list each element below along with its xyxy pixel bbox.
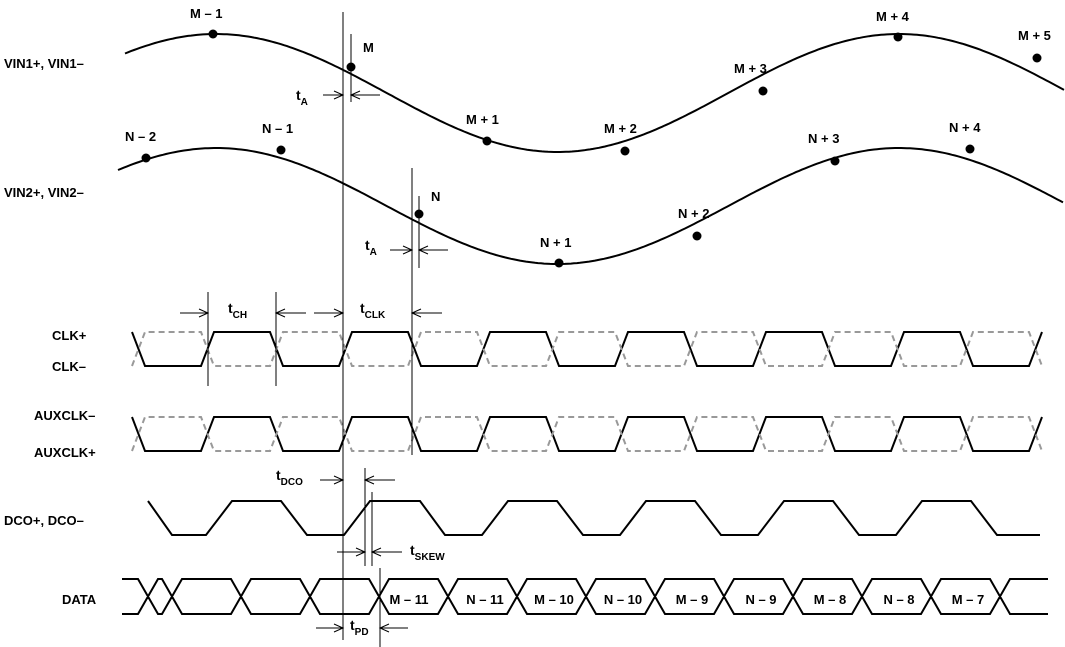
sample-point-m-1 (208, 29, 218, 39)
clk-plus-waveform (131, 331, 1043, 367)
arrow-tch-left (180, 308, 210, 318)
arrow-ta-vin2-left-head (402, 245, 414, 255)
timing-label-tclk: tCLK (360, 300, 386, 321)
arrow-ta-vin1-left (323, 90, 345, 100)
data-cell-label: N – 9 (745, 592, 776, 607)
sample-point-n-plus-2 (692, 231, 702, 241)
timing-label-tch: tCH (228, 300, 247, 321)
signal-label-dco: DCO+, DCO– (4, 513, 84, 528)
arrow-tdco-left (320, 475, 345, 485)
signal-label-auxclkm: AUXCLK– (34, 408, 95, 423)
sample-label-m-plus-1: M + 1 (466, 112, 499, 127)
data-cell-label: M – 10 (534, 592, 574, 607)
sample-point-n-2 (141, 153, 151, 163)
arrow-tskew-left-head (355, 547, 367, 557)
arrow-tclk-right-head (410, 308, 422, 318)
arrow-ta-vin2-right (417, 245, 448, 255)
timing-label-ta-vin2: tA (365, 237, 377, 258)
sample-label-n-1: N – 1 (262, 121, 293, 136)
vin2-waveform (117, 147, 1064, 265)
signal-label-vin2: VIN2+, VIN2– (4, 185, 84, 200)
timing-arrows (180, 90, 448, 633)
reference-lines (207, 12, 420, 647)
sample-label-n-plus-3: N + 3 (808, 131, 839, 146)
arrow-tch-right-head (274, 308, 286, 318)
arrow-ta-vin2-left (390, 245, 414, 255)
arrow-tdco-right-head (363, 475, 375, 485)
sample-label-m-plus-2: M + 2 (604, 121, 637, 136)
sample-point-m-plus-2 (620, 146, 630, 156)
arrow-ta-vin1-right (349, 90, 380, 100)
sample-point-n-plus-3 (830, 156, 840, 166)
sample-label-m-plus-3: M + 3 (734, 61, 767, 76)
arrow-tskew-left (337, 547, 367, 557)
sample-label-m-plus-4: M + 4 (876, 9, 910, 24)
sample-point-m-plus-4 (893, 32, 903, 42)
data-cell-label: M – 7 (952, 592, 985, 607)
arrow-ta-vin2-right-head (417, 245, 429, 255)
signal-label-vin1: VIN1+, VIN1– (4, 56, 84, 71)
sample-label-n-plus-2: N + 2 (678, 206, 709, 221)
arrow-tdco-left-head (333, 475, 345, 485)
sample-point-n-plus-4 (965, 144, 975, 154)
arrow-tpd-right-head (378, 623, 390, 633)
sample-label-n-2: N – 2 (125, 129, 156, 144)
arrow-tpd-left-head (333, 623, 345, 633)
arrow-tch-right (274, 308, 306, 318)
sample-label-n-plus-1: N + 1 (540, 235, 571, 250)
sample-label-m-1: M – 1 (190, 6, 223, 21)
sample-label-m: M (363, 40, 374, 55)
timing-labels: tA tA tCH tCLK tDCO tSKEW tPD (228, 87, 445, 638)
data-cell-label: N – 10 (604, 592, 642, 607)
signal-label-clkp: CLK+ (52, 328, 87, 343)
signal-labels: VIN1+, VIN1– VIN2+, VIN2– CLK+ CLK– AUXC… (4, 56, 97, 607)
arrow-tclk-left-head (333, 308, 345, 318)
data-cells: M – 11 N – 11 M – 10 N – 10 M – 9 N – 9 … (389, 592, 984, 607)
data-cell-label: M – 11 (389, 592, 428, 607)
sample-label-n-plus-4: N + 4 (949, 120, 981, 135)
sample-point-m-plus-3 (758, 86, 768, 96)
data-bus-waveform (122, 578, 1048, 615)
signal-label-clkm: CLK– (52, 359, 86, 374)
arrow-ta-vin1-right-head (349, 90, 361, 100)
auxclk-plus-waveform (131, 416, 1043, 452)
timing-label-tskew: tSKEW (410, 542, 445, 563)
sample-point-n-1 (276, 145, 286, 155)
sample-label-n: N (431, 189, 440, 204)
data-cell-label: N – 8 (883, 592, 914, 607)
arrow-tdco-right (363, 475, 395, 485)
arrow-tclk-right (410, 308, 442, 318)
auxclk-minus-waveform (131, 416, 1043, 452)
sample-label-m-plus-5: M + 5 (1018, 28, 1051, 43)
signal-label-data: DATA (62, 592, 97, 607)
arrow-tch-left-head (198, 308, 210, 318)
timing-label-tdco: tDCO (276, 467, 303, 488)
signal-label-auxclkp: AUXCLK+ (34, 445, 96, 460)
vin1-waveform (124, 33, 1065, 153)
data-cell-label: N – 11 (466, 592, 504, 607)
sample-point-m-plus-1 (482, 136, 492, 146)
data-cell-label: M – 9 (676, 592, 709, 607)
timing-label-ta-vin1: tA (296, 87, 308, 108)
arrow-tskew-right-head (370, 547, 382, 557)
arrow-tpd-left (316, 623, 345, 633)
arrow-tclk-left (314, 308, 345, 318)
arrow-tskew-right (370, 547, 402, 557)
dco-waveform (147, 500, 1040, 536)
vin1-samples: M – 1 M M + 1 M + 2 M + 3 M + 4 M + 5 (190, 6, 1051, 156)
sample-point-m-plus-5 (1032, 53, 1042, 63)
vin2-samples: N – 2 N – 1 N N + 1 N + 2 N + 3 N + 4 (125, 120, 981, 268)
timing-label-tpd: tPD (350, 617, 369, 638)
data-cell-label: M – 8 (814, 592, 847, 607)
arrow-tpd-right (378, 623, 408, 633)
arrow-ta-vin1-left-head (333, 90, 345, 100)
sample-point-n-plus-1 (554, 258, 564, 268)
clk-minus-waveform (131, 331, 1043, 367)
